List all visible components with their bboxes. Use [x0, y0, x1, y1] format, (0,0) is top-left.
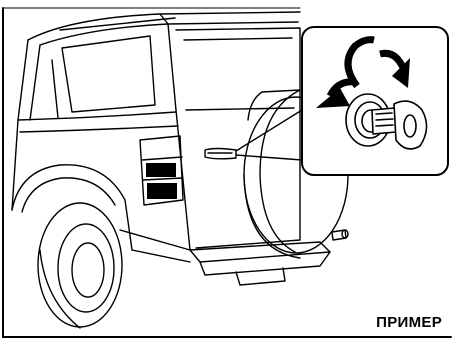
example-caption: ПРИМЕР [376, 314, 442, 331]
vehicle-rear-icon [12, 12, 348, 328]
